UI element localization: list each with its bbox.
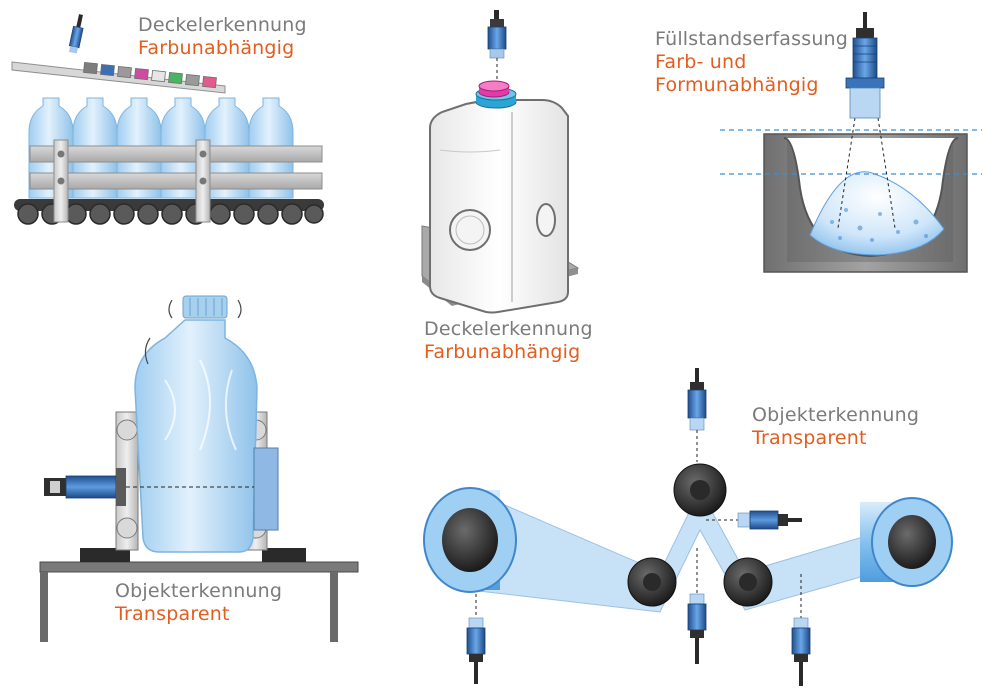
caption-object-detection-film: Objekterkennung Transparent [752, 404, 919, 450]
caption-fill-level: Füllstandserfassung Farb- und Formunabhä… [655, 28, 848, 97]
film-sensor-side [706, 510, 802, 530]
film-roll-right [860, 497, 953, 587]
guide-rollers [627, 463, 773, 607]
guide-rails [29, 139, 323, 223]
caption-subline: Farbunabhängig [138, 37, 295, 59]
cap-detection-conveyor-scene [11, 14, 324, 225]
transparent-bottle [134, 295, 258, 553]
caption-subline: Transparent [115, 603, 230, 625]
caption-object-detection-bottle: Objekterkennung Transparent [115, 580, 282, 626]
caption-subline: Farb- und [655, 51, 747, 73]
film-sensor-top [687, 368, 707, 462]
film-sensor-bottom-center [687, 548, 707, 664]
caption-cap-detection-center: Deckelerkennung Farbunabhängig [424, 318, 593, 364]
film-sensor-bottom-left [466, 594, 486, 684]
film-transparent-scene [423, 368, 953, 686]
caption-subline-2: Formunabhängig [655, 74, 819, 96]
canister-caps [475, 80, 517, 109]
canister-sensor [487, 10, 507, 80]
caption-subline: Transparent [752, 427, 867, 449]
film-roll-left [423, 487, 517, 593]
caption-line: Deckelerkennung [424, 318, 593, 340]
caption-line: Deckelerkennung [138, 14, 307, 36]
caption-subline: Farbunabhängig [424, 341, 581, 363]
caption-line: Objekterkennung [115, 580, 283, 602]
film-sensor-bottom-right [791, 574, 811, 686]
fill-level-sensor [845, 12, 885, 119]
caption-line: Objekterkennung [752, 404, 920, 426]
fill-level-scene [720, 12, 982, 273]
caption-line: Füllstandserfassung [655, 28, 849, 50]
caption-cap-detection-top: Deckelerkennung Farbunabhängig [138, 14, 307, 60]
cap-sensor-small [68, 14, 84, 54]
canister-scene [421, 10, 580, 314]
bottle-side-sensor [44, 468, 254, 506]
cap-feed-rail [11, 61, 226, 94]
bottle-transparent-scene [39, 295, 359, 642]
